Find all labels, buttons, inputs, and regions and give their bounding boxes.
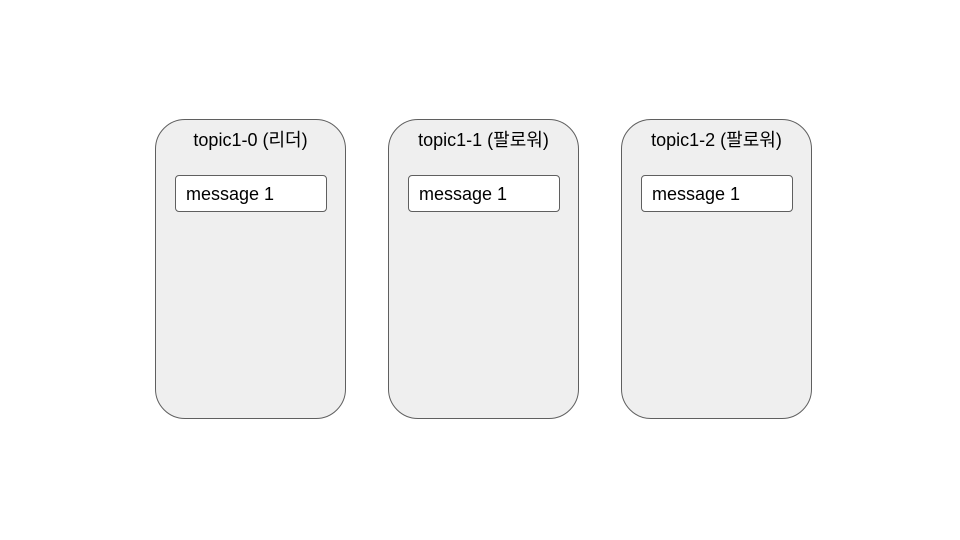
message-box: message 1 <box>408 175 560 212</box>
partition-topic1-2: topic1-2 (팔로워) message 1 <box>621 119 812 419</box>
message-box: message 1 <box>175 175 327 212</box>
message-label: message 1 <box>652 184 741 204</box>
partition-title: topic1-0 (리더) <box>193 130 308 150</box>
message-box: message 1 <box>641 175 793 212</box>
partition-title: topic1-1 (팔로워) <box>418 130 549 150</box>
message-label: message 1 <box>419 184 508 204</box>
partition-topic1-0: topic1-0 (리더) message 1 <box>155 119 346 419</box>
message-label: message 1 <box>186 184 275 204</box>
partition-topic1-1: topic1-1 (팔로워) message 1 <box>388 119 579 419</box>
partition-title: topic1-2 (팔로워) <box>651 130 782 150</box>
